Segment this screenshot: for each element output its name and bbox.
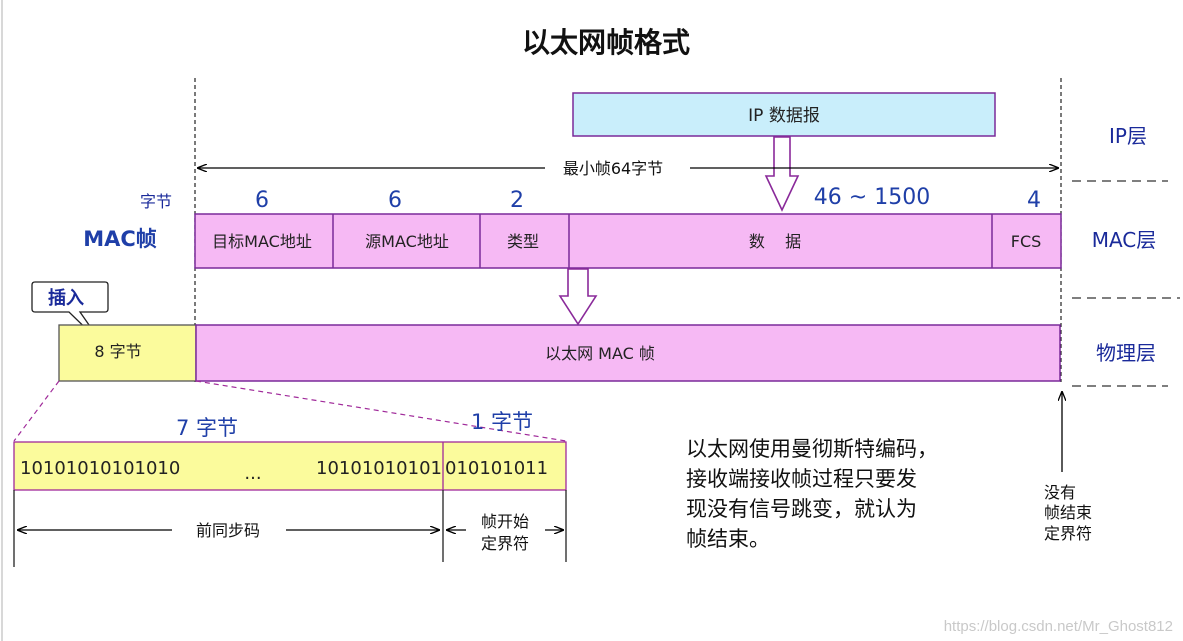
manchester-note-line1: 以太网使用曼彻斯特编码， — [686, 437, 938, 461]
bytes-src: 6 — [388, 188, 402, 213]
one-byte-label: 1 字节 — [471, 410, 533, 434]
encode-down-arrow-icon — [558, 268, 598, 326]
bit-pattern-box — [13, 441, 567, 491]
mac-frame-label: MAC帧 — [83, 227, 157, 251]
seven-bytes-label: 7 字节 — [176, 416, 238, 440]
mac-frame-box — [194, 213, 1062, 269]
manchester-note-line4: 帧结束。 — [686, 527, 770, 551]
no-end-label-line1: 没有 — [1044, 483, 1076, 502]
encapsulate-down-arrow-icon — [764, 136, 800, 212]
bytes-fcs: 4 — [1027, 188, 1041, 213]
mac-field-type: 类型 — [507, 232, 539, 251]
manchester-note-line3: 现没有信号跳变，就认为 — [686, 497, 917, 521]
insert-callout-label: 插入 — [48, 287, 84, 309]
bits-dots: ... — [244, 463, 261, 484]
mac-field-data: 数 据 — [749, 232, 801, 251]
preamble-label: 前同步码 — [196, 521, 260, 540]
ip-datagram-label: IP 数据报 — [748, 106, 820, 126]
physical-mac-frame-box — [195, 324, 1061, 382]
mac-field-dst: 目标MAC地址 — [212, 232, 312, 251]
bits-mid: 10101010101 — [316, 458, 442, 479]
bytes-dst: 6 — [255, 188, 269, 213]
manchester-note-line2: 接收端接收帧过程只要发 — [686, 467, 917, 491]
sfd-label-line2: 定界符 — [481, 534, 529, 553]
preamble-8-byte-box — [58, 324, 197, 382]
no-end-label-line2: 帧结束 — [1044, 503, 1092, 522]
diagram-title: 以太网帧格式 — [522, 26, 690, 59]
preamble-8-byte-label: 8 字节 — [94, 342, 141, 361]
bytes-data: 46 ~ 1500 — [814, 185, 930, 210]
layer-label-mac: MAC层 — [1092, 228, 1157, 252]
bits-right: 010101011 — [445, 458, 548, 479]
ip-datagram-box — [572, 92, 996, 137]
bytes-row-label: 字节 — [140, 192, 172, 211]
mac-field-fcs: FCS — [1011, 232, 1042, 251]
min-frame-label: 最小帧64字节 — [563, 159, 663, 178]
layer-label-phy: 物理层 — [1096, 341, 1156, 365]
mac-field-src: 源MAC地址 — [365, 232, 449, 251]
bytes-type: 2 — [510, 188, 524, 213]
bits-left: 10101010101010 — [20, 458, 180, 479]
zoom-line-left — [13, 380, 60, 442]
sfd-label-line1: 帧开始 — [481, 512, 529, 531]
watermark: https://blog.csdn.net/Mr_Ghost812 — [943, 618, 1173, 635]
no-end-label-line3: 定界符 — [1044, 524, 1092, 543]
manchester-note: 以太网使用曼彻斯特编码， 接收端接收帧过程只要发 现没有信号跳变，就认为 帧结束… — [686, 434, 938, 554]
layer-label-ip: IP层 — [1109, 124, 1147, 148]
physical-mac-frame-label: 以太网 MAC 帧 — [545, 344, 655, 363]
